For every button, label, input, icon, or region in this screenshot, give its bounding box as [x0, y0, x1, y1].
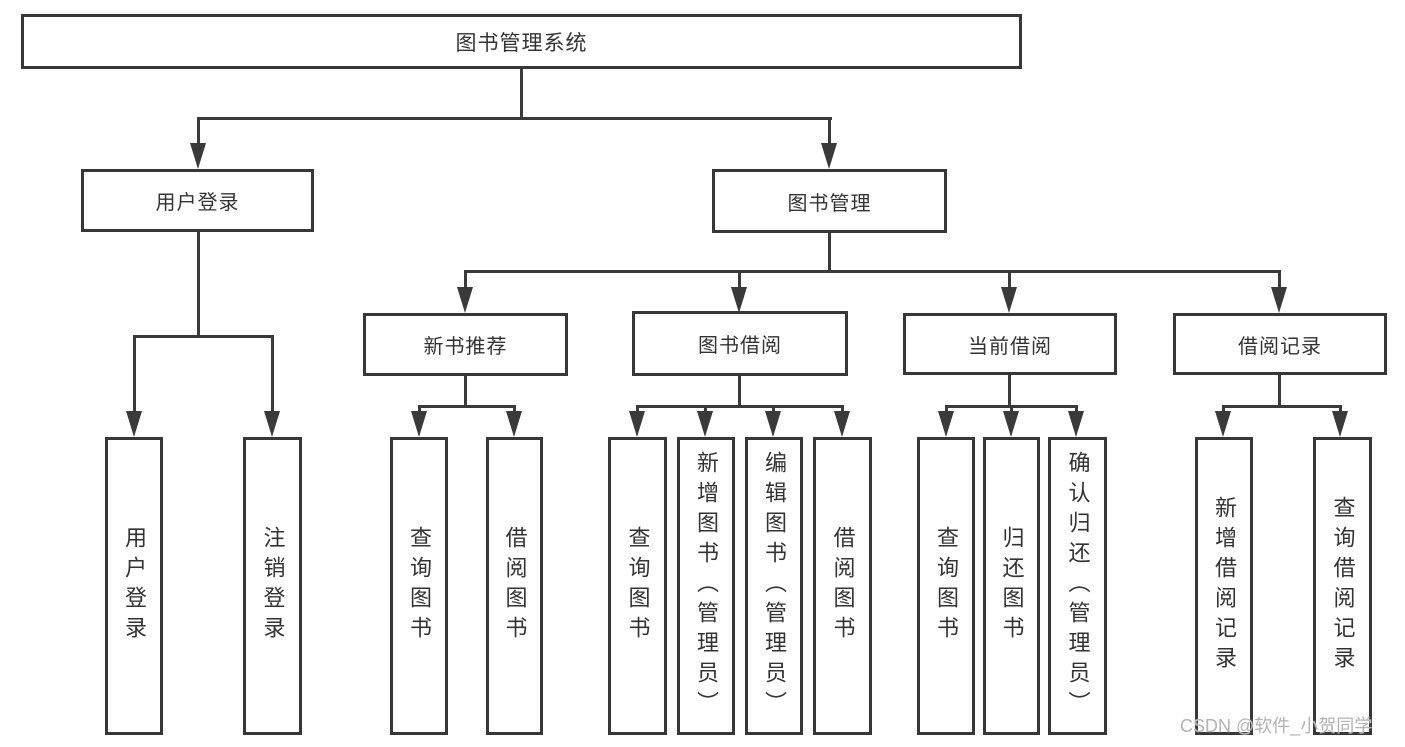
connector-line	[704, 405, 707, 415]
connector-line	[133, 335, 136, 414]
arrow-down-icon	[1215, 411, 1231, 437]
leaf-confirm-return-admin-label: 确认归还（管理员）	[1065, 451, 1091, 721]
connector-line	[197, 117, 200, 146]
connector-line	[738, 270, 741, 290]
connector-line	[464, 270, 1281, 273]
arrow-down-icon	[938, 411, 954, 437]
leaf-add-borrow-record: 新增借阅记录	[1195, 437, 1253, 735]
leaf-add-books-admin-label: 新增图书（管理员）	[694, 451, 719, 721]
connector-line	[197, 117, 832, 120]
arrow-down-icon	[1003, 411, 1019, 437]
arrow-down-icon	[731, 287, 747, 313]
arrow-down-icon	[1271, 287, 1287, 313]
connector-line	[197, 232, 200, 336]
leaf-rec-borrow-books: 借阅图书	[486, 437, 543, 735]
leaf-logout-label: 注销登录	[260, 526, 286, 646]
leaf-confirm-return-admin: 确认归还（管理员）	[1048, 437, 1107, 735]
connector-line	[841, 405, 844, 415]
connector-line	[945, 405, 948, 415]
node-current-borrow-label: 当前借阅	[968, 335, 1052, 358]
leaf-user-login: 用户登录	[105, 437, 163, 735]
arrow-down-icon	[506, 411, 522, 437]
leaf-rec-query-books: 查询图书	[390, 437, 448, 735]
leaf-query-borrow-record-label: 查询借阅记录	[1330, 496, 1356, 676]
leaf-return-books-label: 归还图书	[999, 526, 1025, 646]
connector-line	[418, 405, 421, 415]
leaf-edit-books-admin-label: 编辑图书（管理员）	[762, 451, 787, 721]
leaf-logout: 注销登录	[243, 437, 302, 735]
connector-line	[828, 233, 831, 271]
connector-line	[271, 335, 274, 414]
node-book-management: 图书管理	[712, 169, 947, 233]
leaf-current-query-books-label: 查询图书	[934, 526, 959, 646]
arrow-down-icon	[264, 411, 280, 437]
arrow-down-icon	[765, 411, 781, 437]
connector-line	[133, 335, 273, 338]
leaf-borrow-books-label: 借阅图书	[830, 526, 856, 646]
connector-line	[520, 69, 523, 118]
node-current-borrow: 当前借阅	[903, 313, 1117, 375]
arrow-down-icon	[834, 411, 850, 437]
node-root-library-system: 图书管理系统	[21, 14, 1022, 69]
node-new-book-recommend-label: 新书推荐	[423, 336, 508, 358]
connector-line	[772, 405, 775, 415]
arrow-down-icon	[697, 411, 713, 437]
arrow-down-icon	[190, 143, 206, 169]
connector-line	[464, 270, 467, 290]
arrow-down-icon	[457, 287, 473, 313]
leaf-user-login-label: 用户登录	[122, 526, 147, 646]
node-book-borrow-label: 图书借阅	[698, 335, 782, 357]
connector-line	[464, 375, 467, 408]
leaf-add-borrow-record-label: 新增借阅记录	[1212, 496, 1237, 676]
node-root-label: 图书管理系统	[455, 31, 588, 55]
arrow-down-icon	[629, 411, 645, 437]
arrow-down-icon	[126, 411, 142, 437]
arrow-down-icon	[821, 143, 837, 169]
connector-line	[1278, 270, 1281, 290]
connector-line	[1008, 270, 1011, 290]
csdn-watermark: CSDN @软件_小贺同学	[1180, 716, 1373, 736]
connector-line	[828, 117, 831, 146]
connector-line	[1278, 375, 1281, 408]
connector-line	[1222, 405, 1342, 408]
node-book-management-label: 图书管理	[787, 192, 872, 215]
connector-line	[636, 405, 639, 415]
node-borrow-records: 借阅记录	[1173, 313, 1387, 375]
node-book-borrow: 图书借阅	[632, 311, 848, 376]
connector-line	[1008, 375, 1011, 408]
leaf-borrow-query-books: 查询图书	[608, 437, 667, 735]
node-new-book-recommend: 新书推荐	[363, 313, 568, 376]
connector-line	[418, 405, 516, 408]
connector-line	[1010, 405, 1013, 415]
node-user-login-label: 用户登录	[155, 192, 240, 214]
connector-line	[513, 405, 516, 415]
arrow-down-icon	[1068, 411, 1084, 437]
leaf-borrow-query-books-label: 查询图书	[625, 526, 651, 646]
leaf-current-query-books: 查询图书	[917, 437, 975, 735]
connector-line	[1222, 405, 1225, 415]
leaf-return-books: 归还图书	[983, 437, 1040, 735]
leaf-borrow-books: 借阅图书	[813, 437, 872, 735]
connector-line	[1075, 405, 1078, 415]
leaf-edit-books-admin: 编辑图书（管理员）	[745, 437, 803, 735]
connector-line	[636, 405, 844, 408]
node-user-login: 用户登录	[81, 169, 314, 232]
connector-line	[738, 376, 741, 408]
leaf-rec-query-books-label: 查询图书	[407, 526, 432, 646]
arrow-down-icon	[411, 411, 427, 437]
leaf-query-borrow-record: 查询借阅记录	[1313, 437, 1372, 735]
arrow-down-icon	[1001, 287, 1017, 313]
connector-line	[1339, 405, 1342, 415]
node-borrow-records-label: 借阅记录	[1238, 335, 1322, 358]
leaf-rec-borrow-books-label: 借阅图书	[502, 526, 528, 646]
leaf-add-books-admin: 新增图书（管理员）	[677, 437, 735, 735]
arrow-down-icon	[1332, 411, 1348, 437]
